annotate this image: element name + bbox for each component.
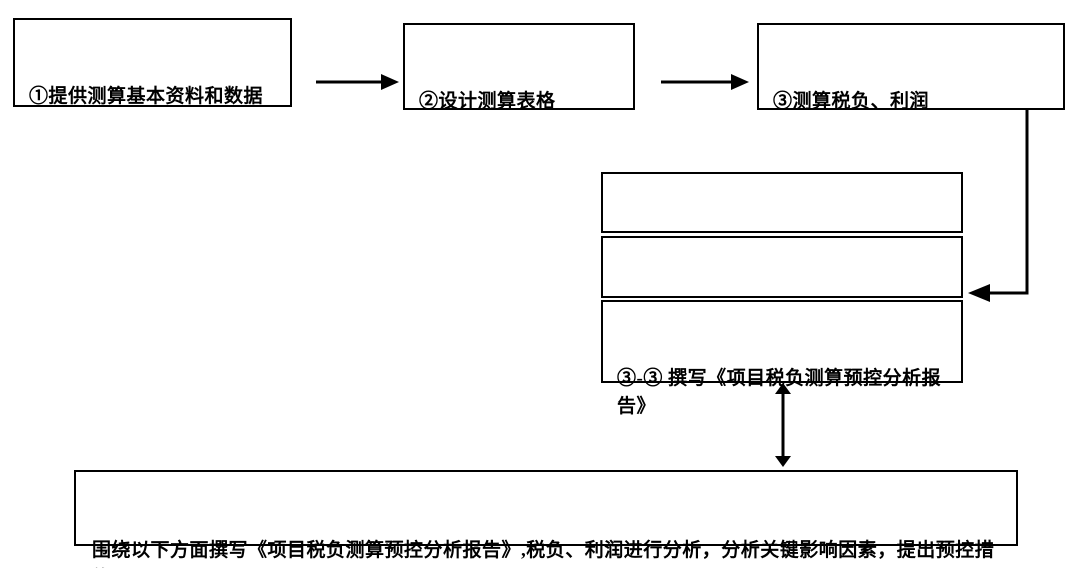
step-3-3-label: ③-③ 撰写《项目税负测算预控分析报告》 [617,368,942,417]
step-3-3-box[interactable]: ③-③ 撰写《项目税负测算预控分析报告》 [601,300,963,417]
step-3-2-box[interactable]: ③-② 分析关键因素 [601,236,963,325]
step-3-label: ③测算税负、利润 [773,91,930,113]
step-1-box[interactable]: ①提供测算基本资料和数据 [13,18,292,107]
step-3-box[interactable]: ③测算税负、利润 [757,23,1065,112]
report-scope-box[interactable]: 围绕以下方面撰写《项目税负测算预控分析报告》,税负、利润进行分析，分析关键影响因… [74,470,1018,568]
step-1-label: ①提供测算基本资料和数据 [29,86,264,108]
report-scope-label: 围绕以下方面撰写《项目税负测算预控分析报告》,税负、利润进行分析，分析关键影响因… [92,540,995,568]
step-2-box[interactable]: ②设计测算表格 [403,23,635,112]
step-3-1-box[interactable]: ③-①对数据进行校验 [601,172,963,261]
arrow-step1-to-step2 [316,74,399,90]
arrow-step2-to-step3 [661,74,749,90]
step-2-label: ②设计测算表格 [419,91,556,113]
